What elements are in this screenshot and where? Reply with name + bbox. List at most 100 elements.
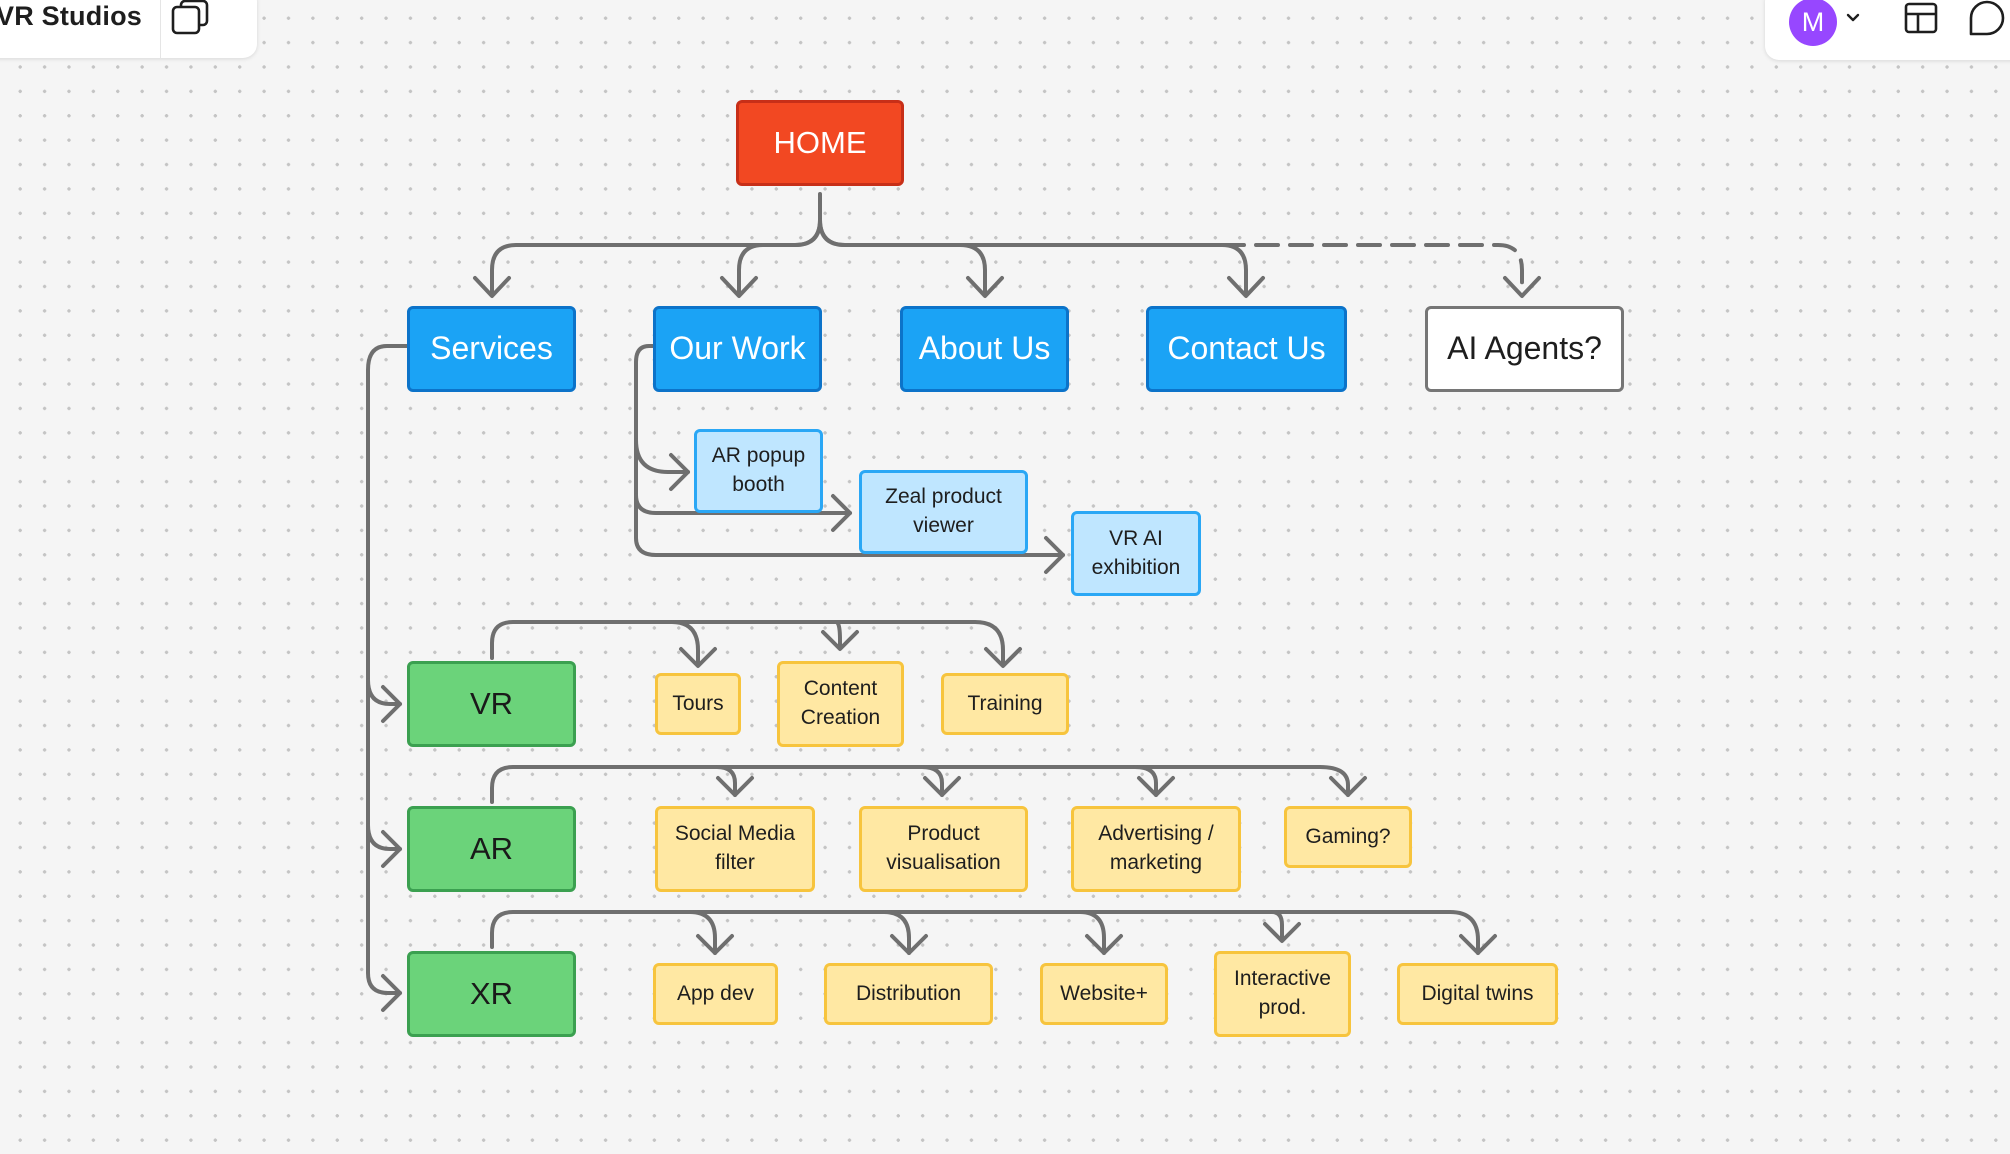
node-zeal-product-viewer-label: Zeal product viewer	[885, 485, 1002, 537]
node-contact-us[interactable]: Contact Us	[1146, 306, 1347, 392]
arrowhead-digital-twins	[1459, 934, 1497, 955]
avatar-initial: M	[1801, 7, 1825, 37]
node-product-visualisation[interactable]: Product visualisation	[859, 806, 1028, 892]
connector-vr-bracket	[490, 620, 1005, 667]
node-advertising-marketing-label: Advertising / marketing	[1098, 822, 1214, 874]
arrowhead-social	[716, 776, 754, 797]
node-about-us-label: About Us	[918, 330, 1051, 367]
node-about-us[interactable]: About Us	[900, 306, 1069, 392]
arrowhead-content	[821, 630, 859, 651]
node-home-label: HOME	[773, 124, 867, 160]
connector-home-about-us	[818, 218, 987, 295]
comment-icon[interactable]	[1965, 0, 2005, 38]
node-xr-label: XR	[469, 975, 514, 1011]
connector-xr-bracket	[490, 910, 1480, 955]
node-digital-twins-label: Digital twins	[1421, 981, 1534, 1005]
file-header: VR Studios	[0, 0, 257, 58]
node-training[interactable]: Training	[941, 673, 1069, 735]
node-services-label: Services	[430, 330, 553, 367]
arrowhead-vr-ai	[1044, 536, 1065, 574]
arrowhead-training	[984, 647, 1022, 668]
arrowhead-app-dev	[696, 934, 734, 955]
file-title[interactable]: VR Studios	[0, 1, 143, 31]
node-content-creation[interactable]: Content Creation	[777, 661, 904, 747]
node-interactive-prod[interactable]: Interactive prod.	[1214, 951, 1351, 1037]
arrowhead-gaming	[1329, 776, 1367, 797]
pages-icon[interactable]	[170, 0, 212, 40]
node-gaming-label: Gaming?	[1305, 824, 1391, 848]
connector-home-our-work	[737, 218, 822, 295]
arrowhead-advertising	[1137, 776, 1175, 797]
connector-ar-bracket	[490, 765, 1350, 804]
chevron-down-icon[interactable]	[1845, 12, 1861, 24]
node-ar[interactable]: AR	[407, 806, 576, 892]
arrowhead-ar-popup	[669, 453, 690, 491]
node-ar-label: AR	[469, 830, 514, 866]
node-distribution-label: Distribution	[855, 981, 962, 1005]
node-tours[interactable]: Tours	[655, 673, 741, 735]
node-our-work-label: Our Work	[669, 330, 806, 367]
layout-icon[interactable]	[1903, 0, 1939, 36]
connector-ourwork-ar-popup	[634, 438, 690, 474]
node-interactive-prod-label: Interactive prod.	[1234, 967, 1331, 1019]
node-ai-agents[interactable]: AI Agents?	[1425, 306, 1624, 392]
node-ar-popup-booth-label: AR popup booth	[711, 444, 806, 496]
connector-vr-tours	[670, 620, 700, 667]
node-home[interactable]: HOME	[736, 100, 904, 186]
connector-ar-advertising	[1133, 765, 1158, 797]
arrowhead-our-work	[720, 276, 758, 298]
arrowhead-tours	[679, 647, 717, 668]
connector-xr-interactive	[1270, 910, 1284, 940]
node-vr-label: VR	[469, 685, 514, 721]
arrowhead-services	[473, 276, 511, 298]
connector-services-xr	[366, 344, 410, 995]
node-contact-us-label: Contact Us	[1167, 330, 1326, 367]
arrowhead-interactive	[1263, 922, 1301, 943]
arrowhead-ar	[381, 830, 402, 868]
node-zeal-product-viewer[interactable]: Zeal product viewer	[859, 470, 1028, 554]
node-social-media-filter-label: Social Media filter	[674, 822, 796, 874]
arrowhead-zeal	[831, 494, 852, 532]
node-advertising-marketing[interactable]: Advertising / marketing	[1071, 806, 1241, 892]
connector-xr-website	[1078, 910, 1106, 955]
arrowhead-xr	[381, 974, 402, 1012]
arrowhead-website	[1085, 934, 1123, 955]
node-distribution[interactable]: Distribution	[824, 963, 993, 1025]
arrowhead-about-us	[966, 276, 1004, 298]
connector-xr-appdev	[688, 910, 717, 955]
connector-services-ar	[366, 823, 402, 851]
connector-dashed-ai-agents	[1220, 243, 1524, 295]
node-gaming[interactable]: Gaming?	[1284, 806, 1412, 868]
node-digital-twins[interactable]: Digital twins	[1397, 963, 1558, 1025]
header-divider	[160, 0, 161, 58]
node-vr-ai-exhibition-label: VR AI exhibition	[1091, 526, 1181, 579]
node-content-creation-label: Content Creation	[800, 677, 881, 729]
connector-ar-social	[715, 765, 737, 797]
node-training-label: Training	[967, 691, 1043, 715]
connector-xr-distribution	[882, 910, 911, 955]
node-website-plus-label: Website+	[1060, 981, 1148, 1005]
node-website-plus[interactable]: Website+	[1040, 963, 1168, 1025]
node-our-work[interactable]: Our Work	[653, 306, 822, 392]
avatar[interactable]: M	[1789, 0, 1837, 46]
node-vr[interactable]: VR	[407, 661, 576, 747]
arrowhead-contact-us	[1227, 276, 1265, 298]
connector-ourwork-zeal	[634, 493, 852, 515]
node-services[interactable]: Services	[407, 306, 576, 392]
node-vr-ai-exhibition[interactable]: VR AI exhibition	[1071, 511, 1201, 596]
arrowhead-distribution	[890, 934, 928, 955]
arrowhead-product	[923, 776, 961, 797]
node-xr[interactable]: XR	[407, 951, 576, 1037]
node-tours-label: Tours	[672, 691, 724, 715]
node-social-media-filter[interactable]: Social Media filter	[655, 806, 815, 892]
node-app-dev[interactable]: App dev	[653, 963, 778, 1025]
connector-home-contact-us	[818, 218, 1248, 295]
toolbar-right: M	[1765, 0, 2010, 60]
node-product-visualisation-label: Product visualisation	[886, 822, 1001, 874]
node-ar-popup-booth[interactable]: AR popup booth	[694, 429, 823, 513]
node-ai-agents-label: AI Agents?	[1447, 330, 1602, 367]
connector-vr-content	[834, 620, 842, 649]
connector-ar-product	[920, 765, 944, 797]
arrowhead-ai-agents	[1503, 276, 1541, 298]
